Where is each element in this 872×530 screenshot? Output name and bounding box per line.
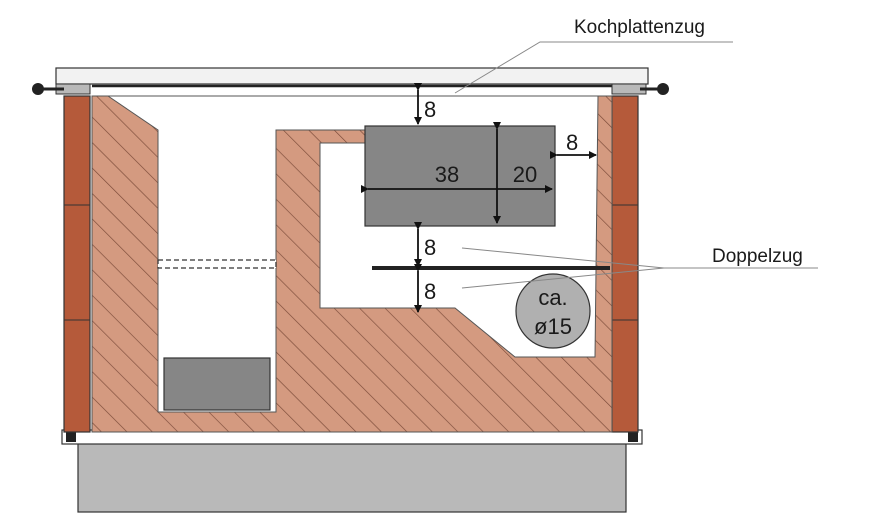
anchor-rod-right — [640, 83, 669, 95]
oven-box — [364, 125, 556, 227]
cooktop-plate — [55, 67, 649, 95]
left-outer-brick-wall — [63, 95, 91, 433]
dim-gap-top-label: 8 — [424, 97, 436, 122]
stove-base — [61, 429, 643, 513]
double-flue-leader-lower — [461, 267, 665, 289]
flue-outlet-label-line1: ca. — [538, 285, 567, 310]
anchor-rod-left — [32, 83, 64, 95]
dim-gap-below-oven-label: 8 — [424, 235, 436, 260]
flue-outlet-label-line2: ø15 — [534, 314, 572, 339]
flue-outlet-circle — [515, 273, 591, 349]
grate — [157, 259, 277, 269]
ash-pan — [163, 357, 271, 411]
dimension-lines — [361, 83, 597, 313]
firebrick-body — [91, 95, 613, 433]
cooktop-flue-leader — [454, 41, 733, 94]
double-flue-label: Doppelzug — [712, 246, 803, 267]
dim-side-gap-label: 8 — [566, 130, 578, 155]
callout-leaders — [454, 41, 818, 289]
cooktop-flue-label: Kochplattenzug — [574, 17, 705, 38]
dim-oven-height-label: 20 — [513, 162, 537, 187]
dim-gap-below-baffle-label: 8 — [424, 279, 436, 304]
dim-oven-width-label: 38 — [435, 162, 459, 187]
